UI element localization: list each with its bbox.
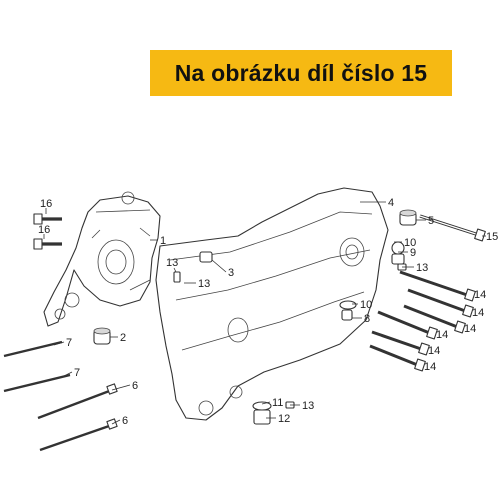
drain-plug-part-11-12 [252,401,272,425]
plug-part-9-10 [391,241,405,265]
callout-13c: 13 [416,262,428,274]
callout-7a: 7 [66,337,72,349]
studs-part-6 [37,383,118,452]
callout-6a: 6 [132,380,138,392]
left-crankcase-half [43,191,161,327]
callout-13a: 13 [166,257,178,269]
long-bolts-part-14 [369,270,476,372]
leader-lines [43,201,486,425]
callout-14c: 14 [464,323,476,335]
bolts-part-16 [33,213,62,250]
callout-15: 15 [486,231,498,243]
callout-13d: 13 [302,400,314,412]
studs-part-7 [3,340,71,393]
pin-part-13 [173,263,407,409]
callout-8: 8 [364,313,370,325]
callout-3: 3 [228,267,234,279]
banner-text: Na obrázku díl číslo 15 [174,59,428,86]
dowel-part-3 [199,251,213,263]
plug-part-8-10 [339,300,357,321]
part-number-banner: Na obrázku díl číslo 15 [150,50,452,96]
callout-14d: 14 [436,329,448,341]
callout-11: 11 [272,397,283,409]
callout-7b: 7 [74,367,80,379]
callout-2: 2 [120,332,126,344]
callout-14b: 14 [472,307,484,319]
callout-1: 1 [160,235,166,247]
callout-labels: 1 2 3 4 5 6 6 7 7 8 9 10 10 11 12 13 13 … [38,197,498,427]
callout-13b: 13 [198,278,210,290]
callout-16a: 16 [40,198,52,210]
callout-6b: 6 [122,415,128,427]
callout-14e: 14 [428,345,440,357]
collar-part-2 [93,327,111,345]
callout-16b: 16 [38,224,50,236]
dowel-part-5 [399,209,417,226]
callout-14f: 14 [424,361,436,373]
callout-9: 9 [410,247,416,259]
callout-4: 4 [388,197,394,209]
callout-14a: 14 [474,289,486,301]
callout-10b: 10 [404,237,416,249]
callout-12: 12 [278,413,290,425]
callout-5: 5 [428,215,434,227]
callout-10a: 10 [360,299,372,311]
